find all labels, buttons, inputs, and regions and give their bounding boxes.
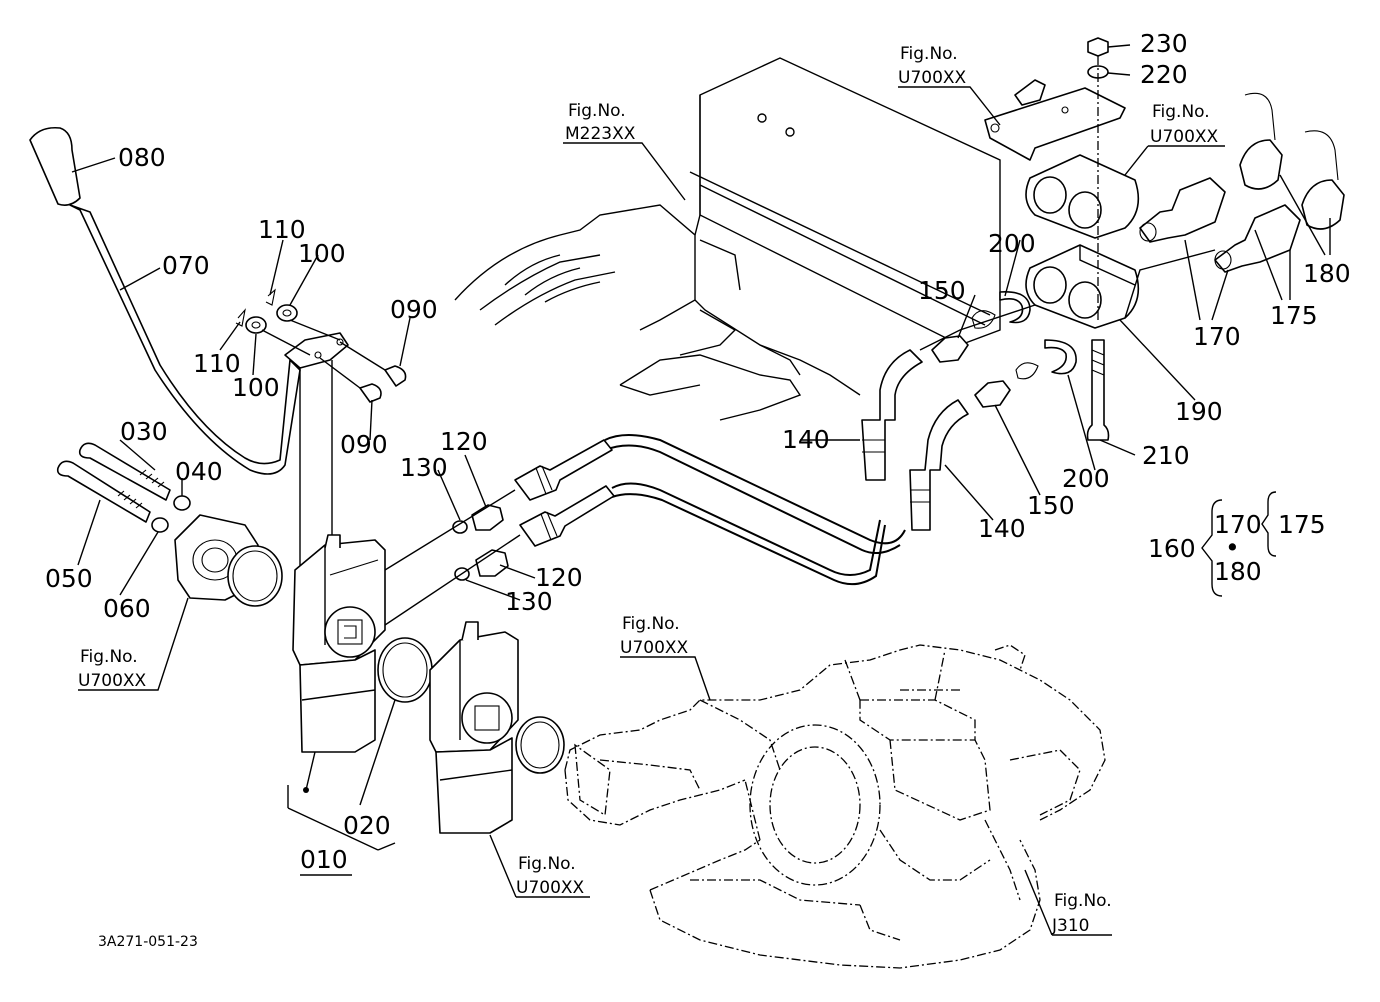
label-090-upper: 090 [390,295,438,324]
label-090-lower: 090 [340,430,388,459]
hydraulic-hoses [604,434,906,586]
hose-end-lower [519,485,615,547]
snap-ring-200-lower [1044,339,1077,375]
adapter-150-upper [931,335,969,363]
adapter-120-upper [471,504,504,531]
washer-040 [173,495,191,511]
fig-u700-left-line1: Fig.No. [80,647,138,667]
fig-u700-bottom-line1: Fig.No. [518,854,576,874]
nut-230 [1087,37,1109,57]
washer-100-lower [245,316,267,334]
bolt-030 [78,442,171,501]
label-120-upper: 120 [440,427,488,456]
pin-090-lower [359,383,382,403]
snap-ring-200-upper [999,291,1031,324]
adapter-120-lower [475,549,509,577]
key-dot: • [1225,533,1240,562]
control-valve-assembly [292,534,433,793]
key-parent-160: 160 [1148,534,1196,563]
fig-u700-bottom-line2: U700XX [516,878,585,898]
lever-rod [69,204,301,475]
assembly-key-braces [1201,491,1277,597]
label-040: 040 [175,457,223,486]
washer-060 [151,517,169,533]
hose-140-upper [861,349,923,481]
label-140-lower: 140 [978,514,1026,543]
control-lever-assembly [29,126,407,570]
fig-m223-line2: M223XX [565,124,636,144]
label-030: 030 [120,417,168,446]
o-ring-130-upper [452,520,468,534]
label-100-upper: 100 [298,239,346,268]
fig-m223-line1: Fig.No. [568,101,626,121]
coupler-170-upper [1139,177,1226,243]
assembly-key: 160 170 175 • 180 [1148,510,1326,586]
mounting-bolts [56,442,283,607]
bolt-210 [1086,339,1110,441]
label-180: 180 [1303,259,1351,288]
hose-end-upper [514,439,613,501]
coupler-170-lower [1214,204,1301,273]
transmission-housing-outline [564,644,1106,969]
label-080: 080 [118,143,166,172]
label-110-lower: 110 [193,349,241,378]
lever-knob [29,126,81,206]
flange-gasket [227,545,283,607]
label-170: 170 [1193,322,1241,351]
label-140-upper: 140 [782,425,830,454]
label-150-lower: 150 [1027,491,1075,520]
fig-u700-right-line1: Fig.No. [1152,102,1210,122]
label-210: 210 [1142,441,1190,470]
label-150-upper: 150 [918,276,966,305]
label-070: 070 [162,251,210,280]
pin-090-upper [384,365,407,387]
engine-block-outline [454,57,1001,421]
fig-u700-top-line1: Fig.No. [900,44,958,64]
label-110-upper: 110 [258,215,306,244]
key-upper-175: 175 [1278,510,1326,539]
label-050: 050 [45,564,93,593]
hose-140-lower [909,399,969,531]
drawing-code: 3A271-051-23 [98,934,198,950]
valve-gasket-center [515,716,565,774]
label-130-lower: 130 [505,587,553,616]
mounting-bracket [984,87,1126,161]
label-175: 175 [1270,301,1318,330]
figure-references: Fig.No. M223XX Fig.No. U700XX Fig.No. U7… [78,44,1219,936]
dust-cap-180-upper [1239,139,1283,190]
key-upper-170: 170 [1214,510,1262,539]
fig-j310-line2: J310 [1051,916,1089,936]
label-130-upper: 130 [400,453,448,482]
label-220: 220 [1140,60,1188,89]
label-120-lower: 120 [535,563,583,592]
label-200-lower: 200 [1062,464,1110,493]
second-valve-section [429,621,565,834]
fig-u700-center-line2: U700XX [620,638,689,658]
bolt-050 [56,460,151,523]
lever-bracket [284,332,349,369]
label-010: 010 [300,845,348,874]
dust-cap-180-lower [1301,179,1345,230]
adapter-150-lower [974,380,1011,408]
key-lower-180: 180 [1214,557,1262,586]
label-200-upper: 200 [988,229,1036,258]
fig-u700-center-line1: Fig.No. [622,614,680,634]
fig-u700-top-line2: U700XX [898,68,967,88]
fig-u700-left-line2: U700XX [78,671,147,691]
part-number-labels: 080 070 110 100 110 100 090 090 030 040 … [45,29,1351,874]
valve-body-lower [299,649,376,753]
o-ring-020 [377,637,433,703]
label-190: 190 [1175,397,1223,426]
washer-100-upper [276,304,298,322]
label-060: 060 [103,594,151,623]
fig-j310-line1: Fig.No. [1054,891,1112,911]
label-020: 020 [343,811,391,840]
leader-lines [71,44,1331,936]
label-100-lower: 100 [232,373,280,402]
valve-fittings [384,439,615,626]
coupler-assembly [861,37,1345,531]
fig-u700-right-line2: U700XX [1150,127,1219,147]
label-230: 230 [1140,29,1188,58]
